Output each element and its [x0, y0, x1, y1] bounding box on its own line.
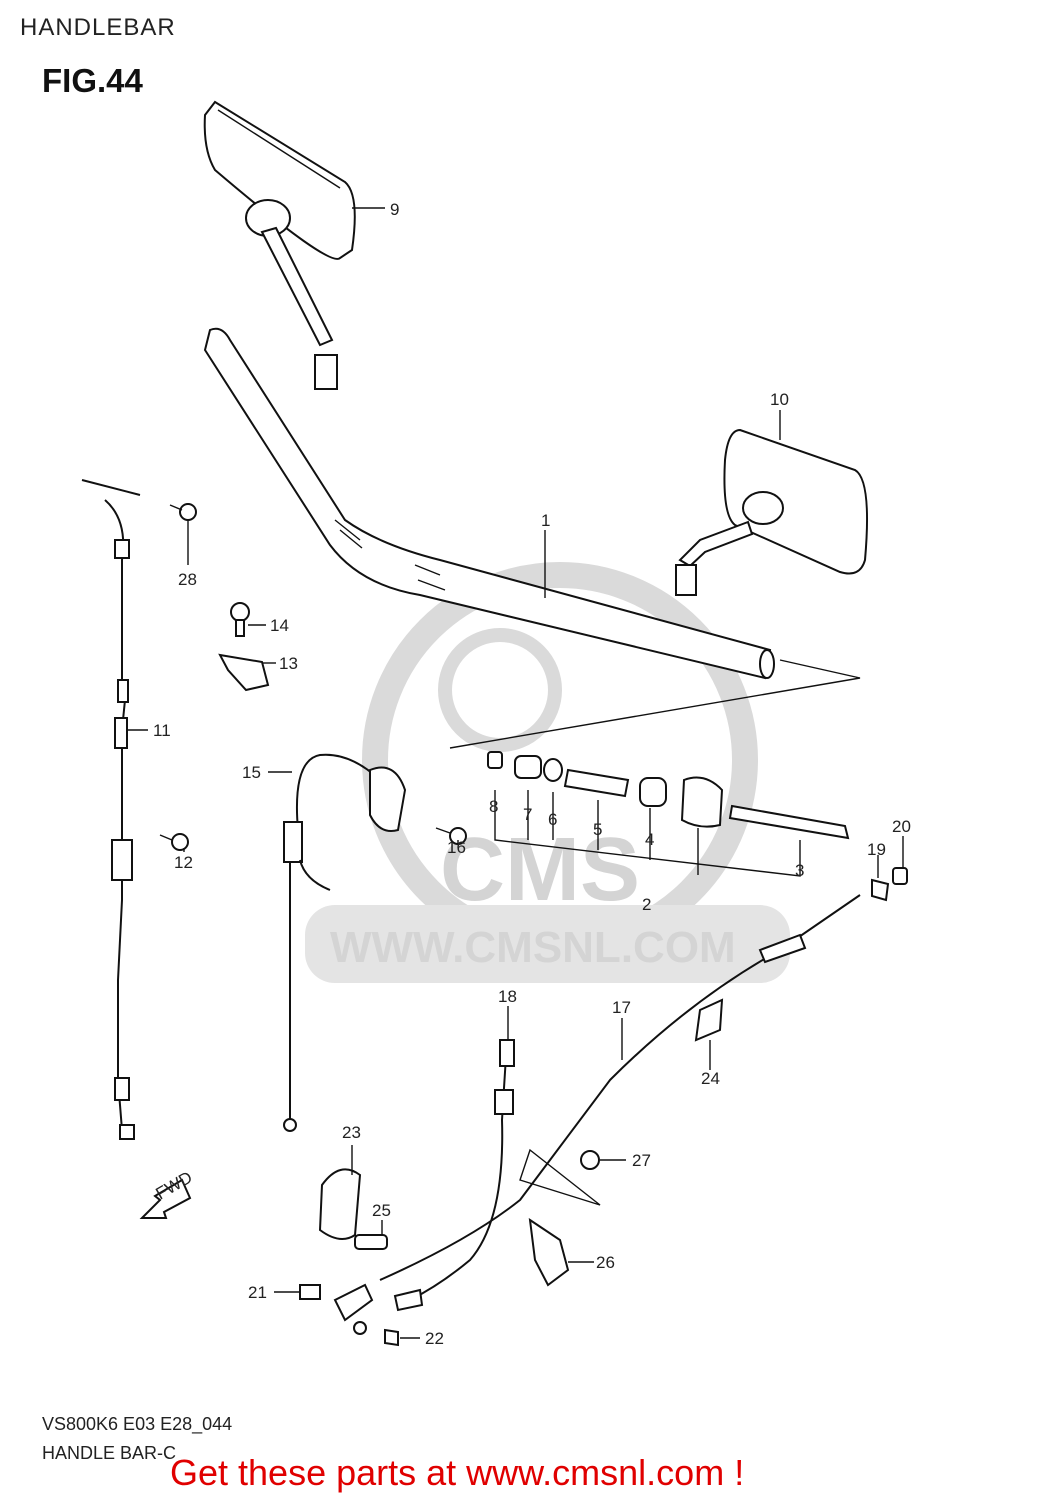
projection-line	[449, 659, 861, 749]
callout-4: 4	[645, 830, 654, 849]
callout-19: 19	[867, 840, 886, 859]
part-11-cable	[81, 479, 141, 1140]
callout-11: 11	[153, 721, 171, 740]
callout-12: 12	[174, 853, 193, 872]
promo-link[interactable]: Get these parts at www.cmsnl.com !	[170, 1452, 745, 1493]
callout-13: 13	[279, 654, 298, 673]
callout-leaders	[128, 207, 904, 1339]
callout-28: 28	[178, 570, 197, 589]
callout-24: 24	[701, 1069, 720, 1088]
model-code: VS800K6 E03 E28_044	[42, 1414, 233, 1434]
callout-1: 1	[541, 511, 550, 530]
part-9-left-mirror	[203, 100, 356, 390]
callout-14: 14	[270, 616, 289, 635]
callout-26: 26	[596, 1253, 615, 1272]
callout-2: 2	[642, 895, 651, 914]
cmsnl-watermark: CMS WWW.CMSNL.COM	[305, 562, 790, 983]
part-15-switch-cable	[283, 753, 407, 1132]
part-1-handlebar	[203, 327, 775, 680]
fasteners	[159, 503, 908, 1347]
callout-20: 20	[892, 817, 911, 836]
assembly-name: HANDLE BAR-C	[42, 1443, 177, 1463]
callout-27: 27	[632, 1151, 651, 1170]
watermark-url: WWW.CMSNL.COM	[330, 923, 736, 972]
callout-6: 6	[548, 810, 557, 829]
callout-23: 23	[342, 1123, 361, 1142]
callout-25: 25	[372, 1201, 391, 1220]
callout-3: 3	[795, 861, 804, 880]
figure-number: FIG.44	[42, 62, 143, 99]
callout-8: 8	[489, 797, 498, 816]
callout-17: 17	[612, 998, 631, 1017]
part-17-18-throttle-cables	[333, 894, 861, 1335]
callout-18: 18	[498, 987, 517, 1006]
callout-numbers: 1 2 3 4 5 6 7 8 9 10 11 12 13 14 15 16 1…	[153, 200, 911, 1348]
callout-21: 21	[248, 1283, 267, 1302]
callout-15: 15	[242, 763, 261, 782]
callout-16: 16	[447, 838, 466, 857]
callout-10: 10	[770, 390, 789, 409]
callout-9: 9	[390, 200, 399, 219]
watermark-brand: CMS	[440, 820, 640, 920]
part-10-right-mirror	[675, 428, 869, 596]
callout-7: 7	[523, 805, 532, 824]
callout-5: 5	[593, 820, 602, 839]
callout-22: 22	[425, 1329, 444, 1348]
fwd-arrow-icon: FWD	[139, 1168, 196, 1219]
bar-end-parts	[487, 751, 850, 877]
section-title: HANDLEBAR	[20, 14, 176, 41]
